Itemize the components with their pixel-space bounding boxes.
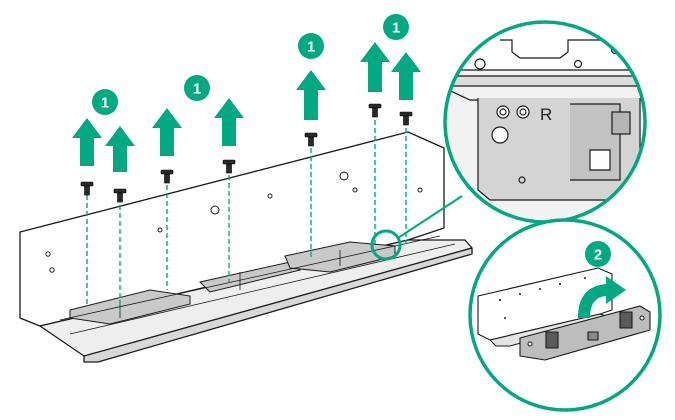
svg-text:2: 2 bbox=[594, 247, 602, 264]
side-marker: R bbox=[540, 105, 552, 124]
step-badge-2: 2 bbox=[585, 241, 611, 267]
detail-callout bbox=[370, 195, 463, 261]
zoom-detail-bottom: 2 bbox=[468, 218, 662, 412]
dot-pattern bbox=[499, 277, 586, 319]
step-badge-1a: 1 bbox=[92, 89, 118, 115]
step-badge-1d: 1 bbox=[383, 14, 409, 40]
step-badges: 1 1 1 1 bbox=[92, 14, 409, 115]
screw-icon bbox=[80, 103, 413, 203]
step-badge-1c: 1 bbox=[298, 33, 324, 59]
curved-arrow-icon bbox=[578, 276, 626, 318]
svg-text:1: 1 bbox=[101, 95, 109, 112]
screw-guides bbox=[86, 120, 407, 312]
zoom-detail-top: R bbox=[443, 20, 647, 224]
svg-text:1: 1 bbox=[307, 39, 315, 56]
step-badge-1b: 1 bbox=[184, 75, 210, 101]
wall-holes bbox=[45, 171, 423, 273]
svg-text:1: 1 bbox=[193, 81, 201, 98]
svg-text:1: 1 bbox=[392, 20, 400, 37]
cable-tray bbox=[19, 131, 473, 363]
arrow-up-icon bbox=[72, 42, 421, 172]
